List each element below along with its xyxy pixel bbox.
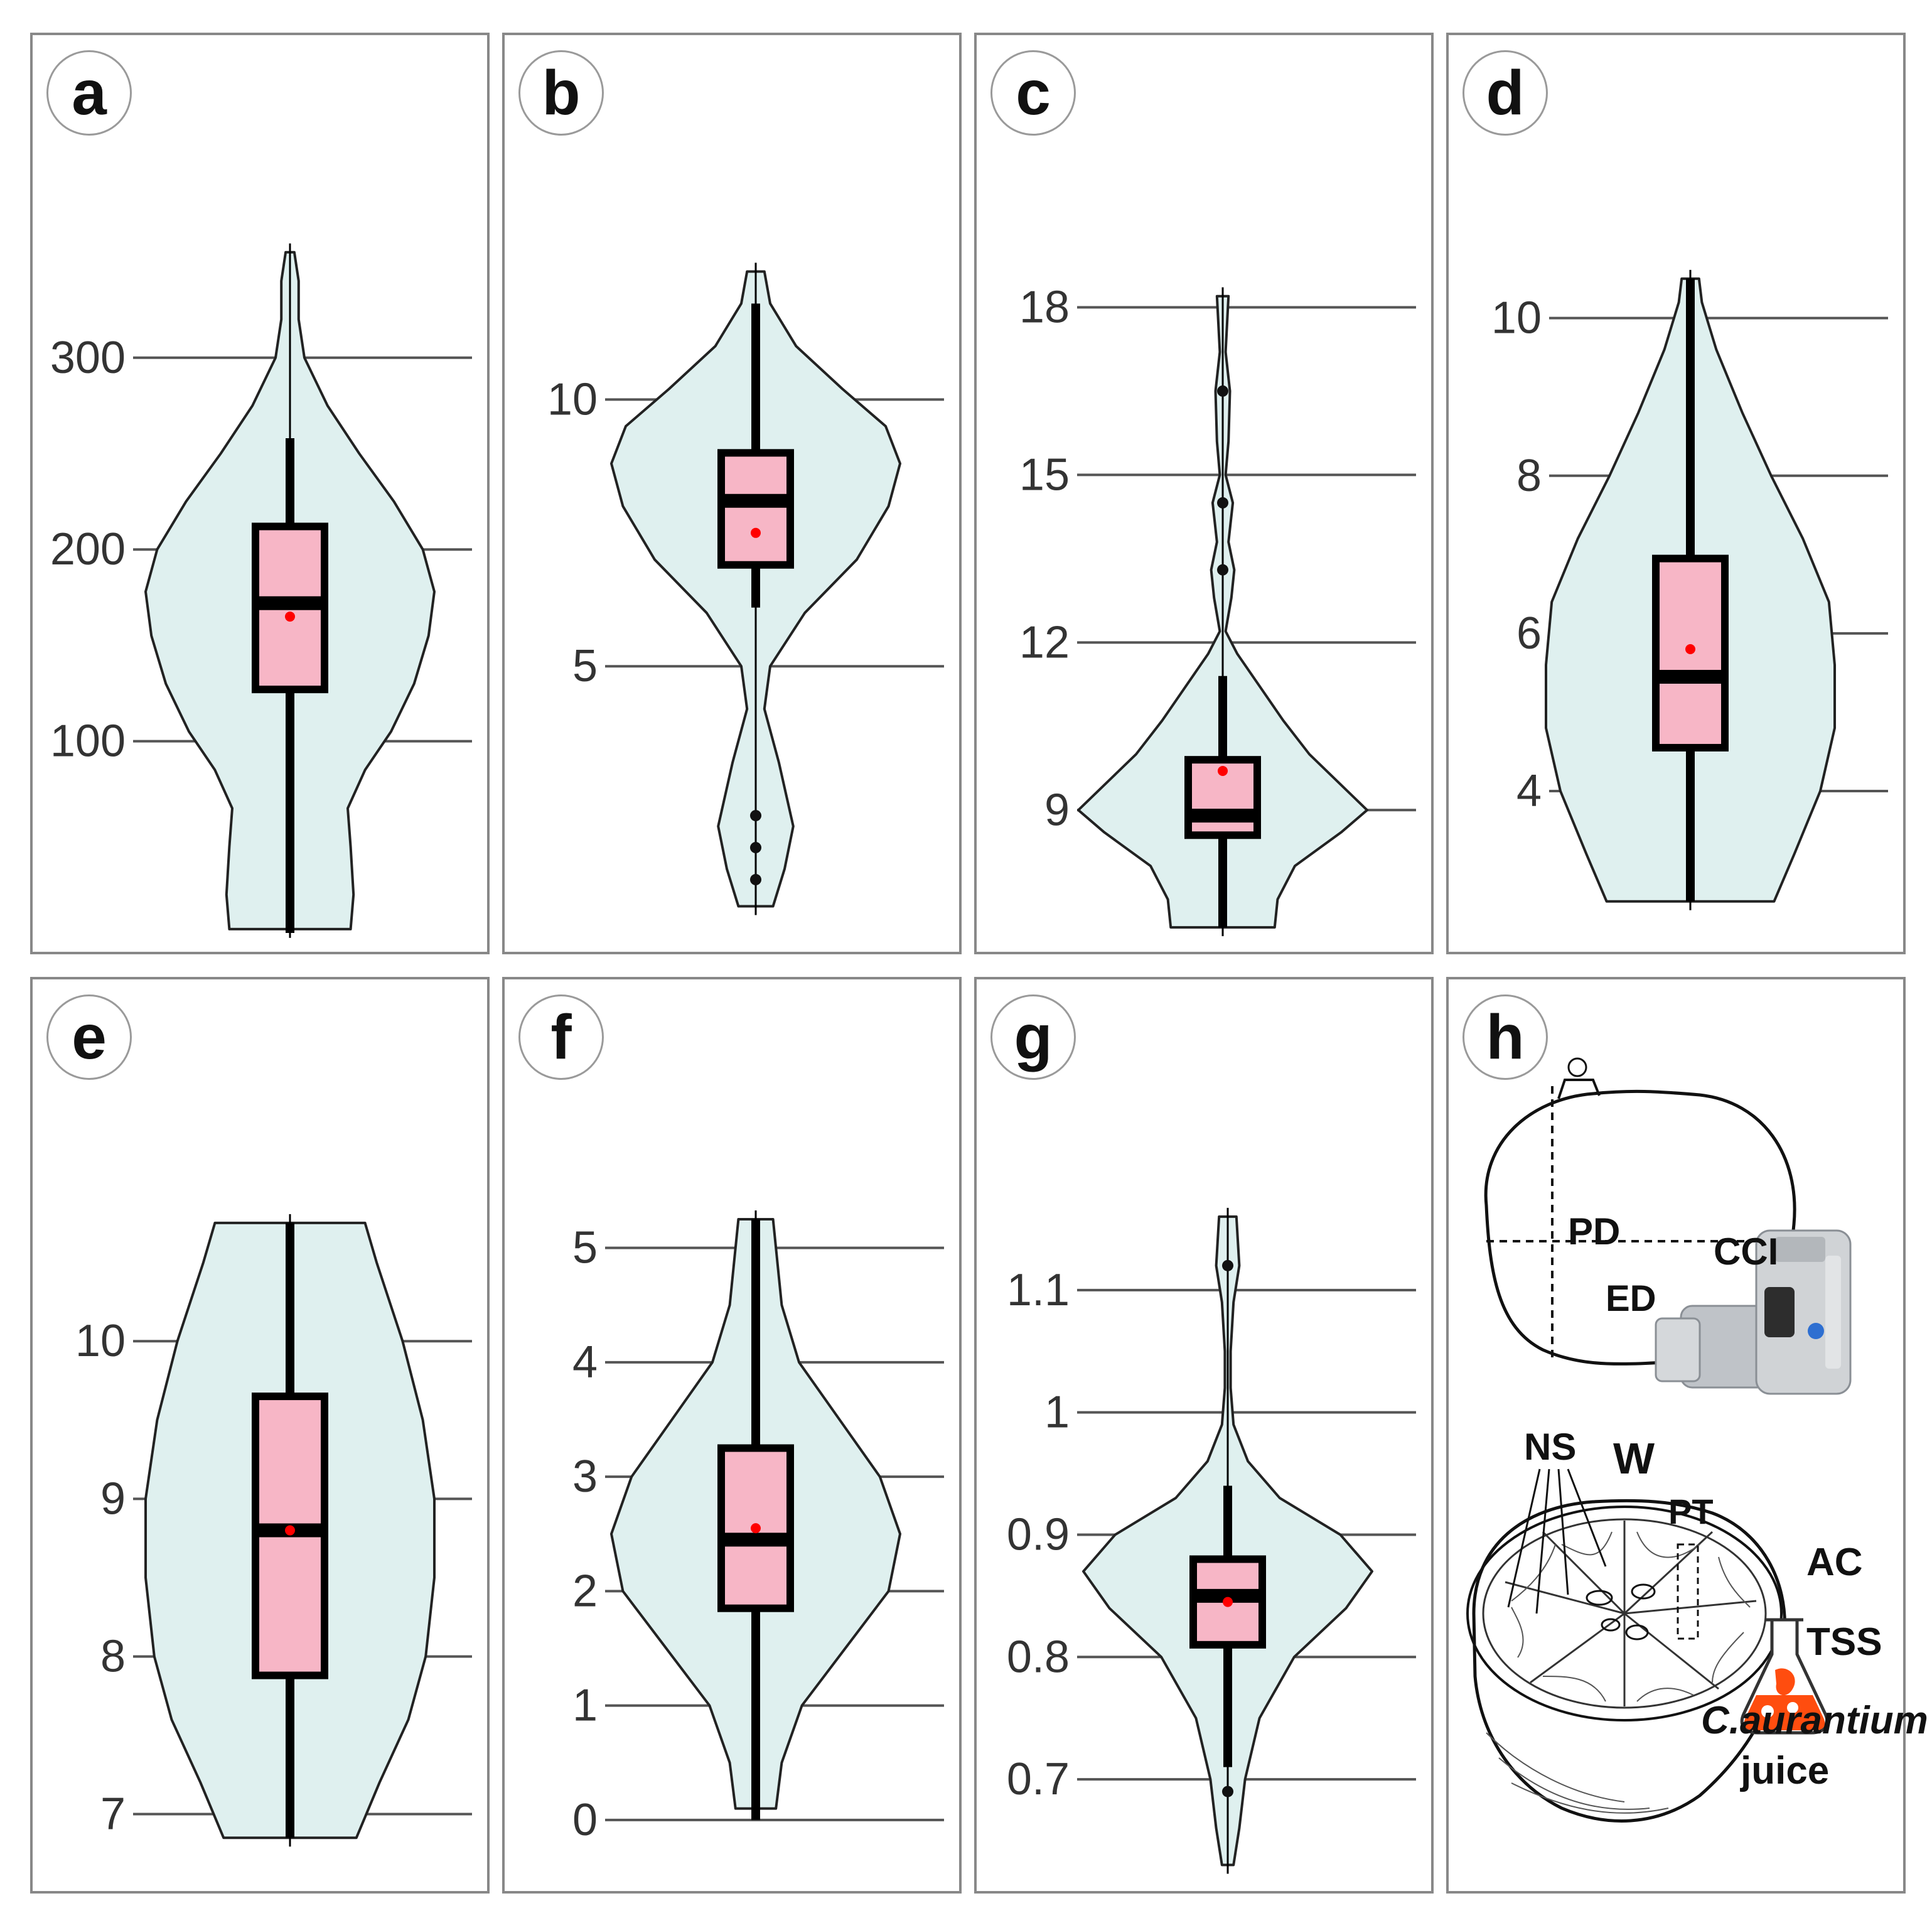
panel-f: 0 1 2 3 4 5 f xyxy=(502,977,962,1894)
box-b xyxy=(717,449,794,569)
chart-c: 9 12 15 18 xyxy=(1019,282,1416,937)
panel-g: 0.7 0.8 0.9 1 1.1 g xyxy=(974,977,1434,1894)
outlier-g-0 xyxy=(1222,1786,1233,1797)
label-ns: NS xyxy=(1524,1426,1577,1468)
label-species: C.aurantium xyxy=(1701,1699,1928,1742)
label-ac: AC xyxy=(1806,1541,1863,1584)
y-tick-label-b-0: 5 xyxy=(572,641,598,691)
y-tick-label-g-1: 0.8 xyxy=(1007,1632,1070,1682)
y-tick-label-g-2: 0.9 xyxy=(1007,1509,1070,1560)
label-pt: PT xyxy=(1668,1492,1714,1531)
y-tick-label-f-3: 3 xyxy=(572,1452,598,1502)
panel-b: 5 10 b xyxy=(502,33,962,954)
y-tick-label-g-4: 1.1 xyxy=(1007,1265,1070,1315)
y-tick-label-g-3: 1 xyxy=(1044,1387,1070,1438)
y-tick-label-d-0: 4 xyxy=(1516,766,1542,816)
panel-a: 100 200 300 a xyxy=(30,33,490,954)
y-tick-label-d-2: 8 xyxy=(1516,451,1542,501)
y-tick-label-e-2: 9 xyxy=(100,1474,126,1524)
label-cci: CCI xyxy=(1714,1231,1779,1273)
y-tick-label-c-0: 9 xyxy=(1044,785,1070,835)
label-juice: juice xyxy=(1741,1749,1830,1792)
y-tick-label-b-1: 10 xyxy=(547,374,598,424)
panel-h: h xyxy=(1446,977,1928,1894)
y-tick-label-e-3: 10 xyxy=(75,1316,126,1366)
y-tick-label-g-0: 0.7 xyxy=(1007,1754,1070,1804)
y-tick-label-d-3: 10 xyxy=(1491,293,1542,343)
y-tick-label-a-2: 300 xyxy=(50,333,126,383)
y-tick-label-c-2: 15 xyxy=(1019,450,1070,500)
y-tick-label-f-1: 1 xyxy=(572,1681,598,1731)
y-tick-label-e-1: 8 xyxy=(100,1631,126,1681)
outlier-c-1 xyxy=(1217,497,1228,509)
panel-label-b: b xyxy=(518,50,604,136)
outlier-c-2 xyxy=(1217,564,1228,576)
mean-point-d xyxy=(1685,644,1695,654)
y-tick-label-e-0: 7 xyxy=(100,1789,126,1840)
chart-a: 100 200 300 xyxy=(50,243,472,938)
panel-label-g: g xyxy=(990,994,1076,1080)
outlier-b-1 xyxy=(750,842,761,854)
y-tick-label-c-3: 18 xyxy=(1019,282,1070,332)
y-tick-label-a-0: 100 xyxy=(50,716,126,767)
chart-g: 0.7 0.8 0.9 1 1.1 xyxy=(1007,1207,1416,1874)
chart-f: 0 1 2 3 4 5 xyxy=(572,1210,944,1845)
mean-point-g xyxy=(1223,1597,1233,1607)
panel-d: 4 6 8 10 d xyxy=(1446,33,1906,954)
label-w: W xyxy=(1613,1434,1655,1483)
outlier-b-2 xyxy=(750,874,761,886)
y-tick-label-c-1: 12 xyxy=(1019,617,1070,667)
panel-label-f: f xyxy=(518,994,604,1080)
panel-label-h: h xyxy=(1462,994,1548,1080)
fruit-outline-icon xyxy=(1466,1057,1852,1823)
flask-icon xyxy=(1740,1618,1829,1735)
chart-d: 4 6 8 10 xyxy=(1491,269,1888,910)
y-tick-label-f-5: 5 xyxy=(572,1223,598,1273)
y-tick-label-f-0: 0 xyxy=(572,1795,598,1845)
outlier-c-0 xyxy=(1217,385,1228,397)
panel-label-c: c xyxy=(990,50,1076,136)
chart-b: 5 10 xyxy=(547,262,944,915)
panel-c: 9 12 15 18 c xyxy=(974,33,1434,954)
y-tick-label-a-1: 200 xyxy=(50,524,126,574)
label-tss: TSS xyxy=(1806,1620,1882,1664)
outlier-b-0 xyxy=(750,810,761,822)
halved-fruit-icon xyxy=(1466,1499,1786,1823)
panel-e: 7 8 9 10 e xyxy=(30,977,490,1894)
mean-point-c xyxy=(1218,765,1228,776)
y-tick-label-f-4: 4 xyxy=(572,1337,598,1387)
panel-label-a: a xyxy=(46,50,132,136)
label-pd: PD xyxy=(1568,1210,1621,1253)
outlier-g-1 xyxy=(1222,1259,1233,1271)
colorimeter-icon xyxy=(1655,1229,1852,1395)
mean-point-e xyxy=(285,1525,295,1536)
panel-label-e: e xyxy=(46,994,132,1080)
y-tick-label-d-1: 6 xyxy=(1516,608,1542,659)
mean-point-f xyxy=(751,1523,761,1534)
mean-point-b xyxy=(751,527,761,538)
chart-e: 7 8 9 10 xyxy=(75,1214,472,1847)
label-ed: ED xyxy=(1606,1278,1656,1319)
y-tick-label-f-2: 2 xyxy=(572,1566,598,1616)
mean-point-a xyxy=(285,611,295,622)
panel-label-d: d xyxy=(1462,50,1548,136)
